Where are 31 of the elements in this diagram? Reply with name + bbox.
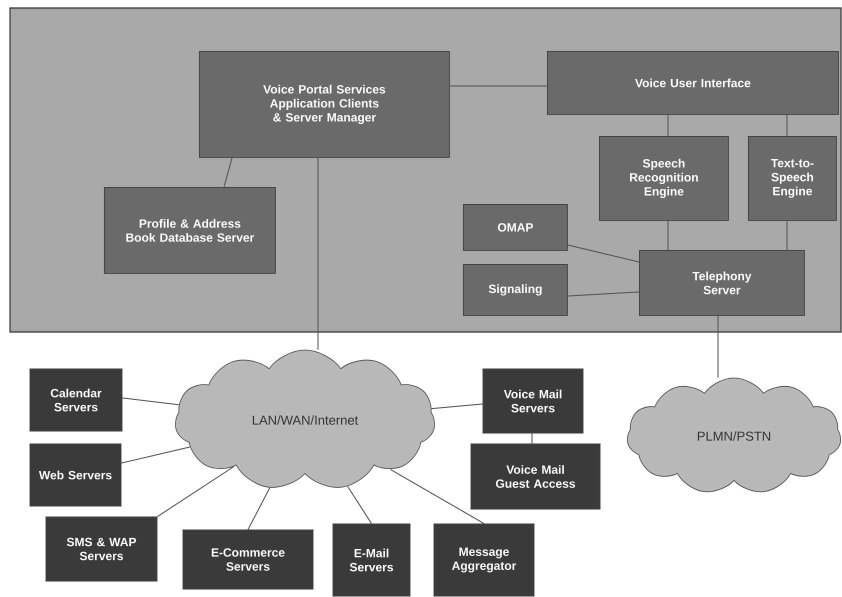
server-box: Voice Mail Guest Access	[470, 444, 600, 510]
process-box: Voice User Interface	[546, 50, 839, 115]
process-box: OMAP	[462, 204, 568, 251]
server-box: SMS & WAP Servers	[46, 516, 158, 582]
server-box: E-Commerce Servers	[182, 530, 314, 590]
process-box: Speech Recognition Engine	[598, 136, 729, 221]
server-box: Voice Mail Servers	[482, 368, 584, 434]
connector-line	[567, 244, 640, 262]
connector-line	[224, 157, 232, 188]
process-box: Voice Portal Services Application Clients & Server Manager	[198, 50, 450, 158]
connector-line	[718, 315, 719, 378]
connector-line	[122, 398, 180, 406]
process-box: Telephony Server	[638, 250, 805, 316]
connector-line	[786, 220, 788, 250]
network-cloud: PLMN/PSTN	[627, 378, 841, 492]
connector-line	[248, 487, 270, 530]
server-box: Message Aggregator	[434, 524, 534, 596]
server-box: Web Servers	[30, 444, 122, 506]
server-box: Calendar Servers	[30, 368, 122, 432]
process-box: Text-to-Speech Engine	[748, 136, 837, 221]
process-box: Signaling	[462, 264, 568, 316]
connector-line	[156, 466, 234, 518]
network-cloud: LAN/WAN/Internet	[175, 350, 435, 488]
connector-line	[120, 446, 190, 464]
process-box: Profile & Address Book Database Server	[104, 186, 276, 274]
connector-line	[431, 404, 484, 410]
connector-line	[347, 486, 372, 524]
connector-line	[567, 292, 640, 296]
connector-line	[786, 114, 788, 136]
server-box: E-Mail Servers	[332, 524, 410, 596]
connector-line	[390, 468, 484, 524]
